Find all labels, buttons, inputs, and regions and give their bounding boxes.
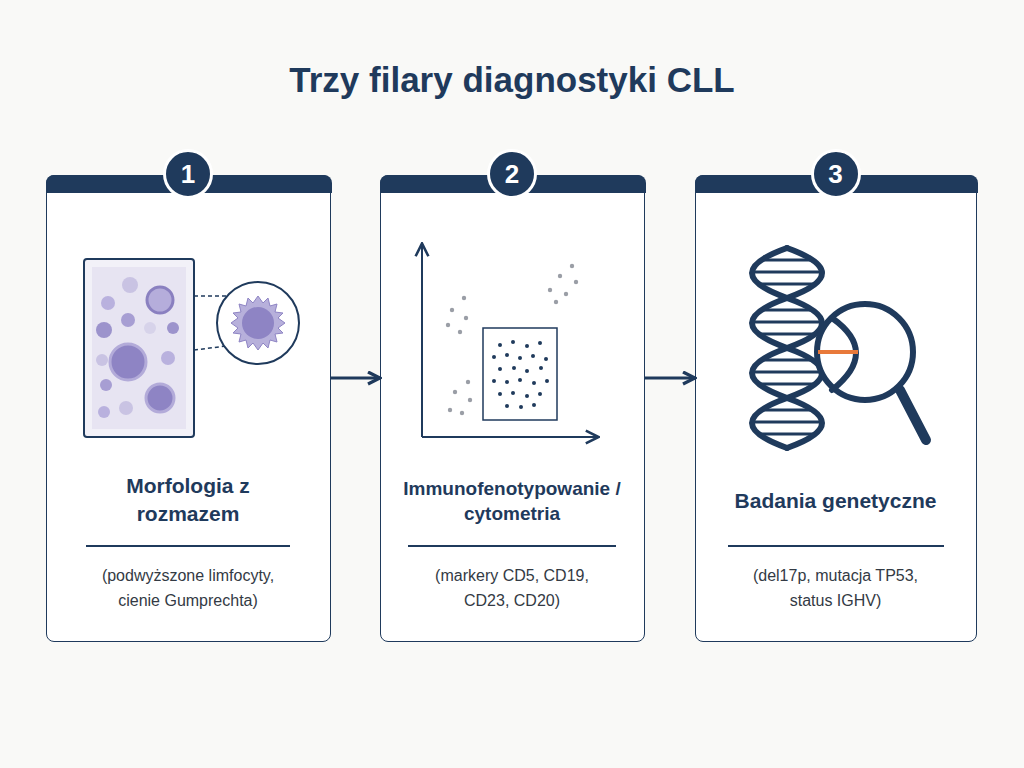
pillar-description: (markery CD5, CD19, CD23, CD20) (426, 563, 598, 613)
pillar-heading: Morfologia z rozmazem (78, 472, 298, 528)
separator-line (408, 545, 616, 547)
pillar-description: (del17p, mutacja TP53, status IGHV) (740, 563, 932, 613)
separator-line (86, 545, 290, 547)
flow-arrow (331, 377, 380, 380)
separator-line (728, 545, 944, 547)
callout-number: 3 (811, 149, 861, 199)
diagram-title: Trzy filary diagnostyki CLL (0, 60, 1024, 100)
callout-number: 2 (487, 149, 537, 199)
flow-arrow (645, 377, 695, 380)
pillar-panel: 3Badania genetyczne(del17p, mutacja TP53… (695, 175, 977, 642)
pillar-panel: 2Immunofenotypowanie / cytometria(marker… (380, 175, 645, 642)
pillar-heading: Immunofenotypowanie / cytometria (381, 476, 643, 526)
pillar-heading: Badania genetyczne (705, 487, 967, 515)
pillar-description: (podwyższone limfocyty, cienie Gumprecht… (83, 563, 293, 613)
pillar-panel: 1Morfologia z rozmazem(podwyższone limfo… (46, 175, 331, 642)
callout-number: 1 (163, 149, 213, 199)
